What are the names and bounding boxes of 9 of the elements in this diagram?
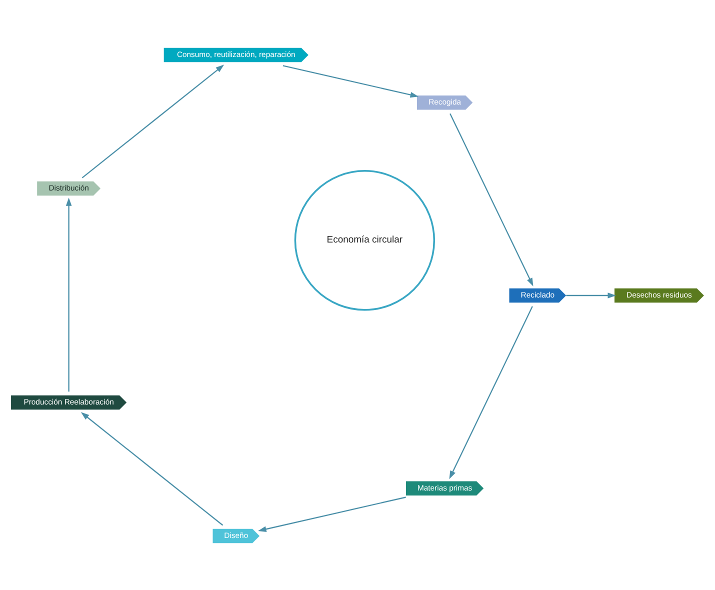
arrow <box>449 306 533 479</box>
arrow <box>258 496 406 532</box>
arrow <box>80 412 224 526</box>
arrow <box>82 64 224 178</box>
arrow <box>450 112 534 286</box>
arrow <box>282 64 419 98</box>
arrow <box>566 292 616 298</box>
node-circle: Economía circular <box>294 170 436 310</box>
arrow <box>66 197 72 392</box>
